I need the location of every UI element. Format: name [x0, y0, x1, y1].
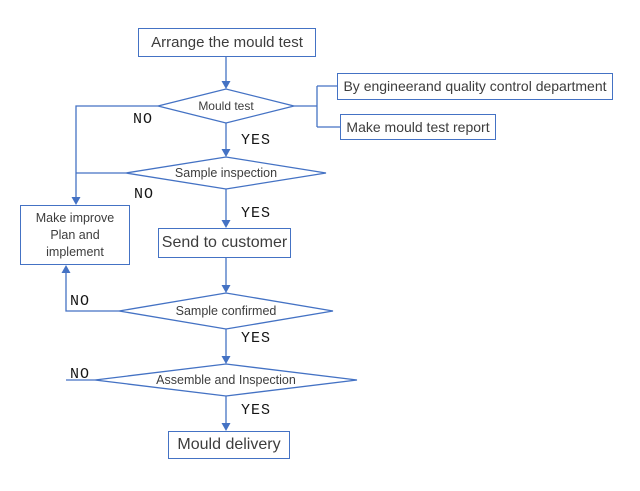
sample-inspection-label: Sample inspection: [174, 166, 278, 180]
arrowhead-down-icon: [221, 220, 231, 228]
arrowhead-down-icon: [221, 285, 231, 293]
arrange-mould-test-label: Arrange the mould test: [151, 33, 303, 51]
arrowhead-down-icon: [221, 81, 231, 89]
arrowhead-down-icon: [221, 149, 231, 157]
send-to-customer-box: Send to customer: [158, 228, 291, 258]
mould-delivery-label: Mould delivery: [177, 435, 281, 453]
arrowhead-down-icon: [71, 197, 81, 205]
assemble-inspection-diamond: [94, 363, 358, 397]
sample-confirmed-label: Sample confirmed: [175, 304, 277, 318]
arrowhead-up-icon: [61, 265, 71, 273]
inspection-no-label: NO: [134, 186, 155, 203]
arrowhead-down-icon: [221, 423, 231, 431]
arrange-mould-test-box: Arrange the mould test: [138, 28, 316, 57]
assemble-no-label: NO: [70, 366, 91, 383]
mould-delivery-box: Mould delivery: [168, 431, 290, 459]
arrowhead-down-icon: [221, 356, 231, 364]
mould-test-report-label: Make mould test report: [346, 118, 490, 135]
sample-inspection-diamond: [125, 156, 327, 190]
improve-plan-label-line2: Plan and: [50, 227, 100, 242]
engineer-department-label: By engineerand quality control departmen…: [343, 78, 607, 95]
improve-plan-label-line3: implement: [46, 244, 104, 259]
mouldtest-no-label: NO: [133, 111, 154, 128]
send-to-customer-label: Send to customer: [161, 233, 288, 251]
inspection-yes-label: YES: [241, 205, 272, 222]
mouldtest-yes-label: YES: [241, 132, 272, 149]
assemble-yes-label: YES: [241, 402, 272, 419]
confirmed-no-label: NO: [70, 293, 91, 310]
mould-test-report-box: Make mould test report: [340, 114, 496, 140]
improve-plan-label-line1: Make improve: [35, 210, 115, 225]
engineer-department-box: By engineerand quality control departmen…: [337, 73, 613, 100]
mould-test-diamond: [157, 88, 295, 124]
sample-confirmed-diamond: [118, 292, 334, 330]
edge-mouldtest-no: [75, 105, 158, 199]
assemble-inspection-label: Assemble and Inspection: [156, 373, 296, 387]
mould-test-label: Mould test: [198, 99, 254, 113]
edge-confirmed-no: [65, 271, 119, 312]
confirmed-yes-label: YES: [241, 330, 272, 347]
improve-plan-box: Make improve Plan and implement: [20, 205, 130, 265]
